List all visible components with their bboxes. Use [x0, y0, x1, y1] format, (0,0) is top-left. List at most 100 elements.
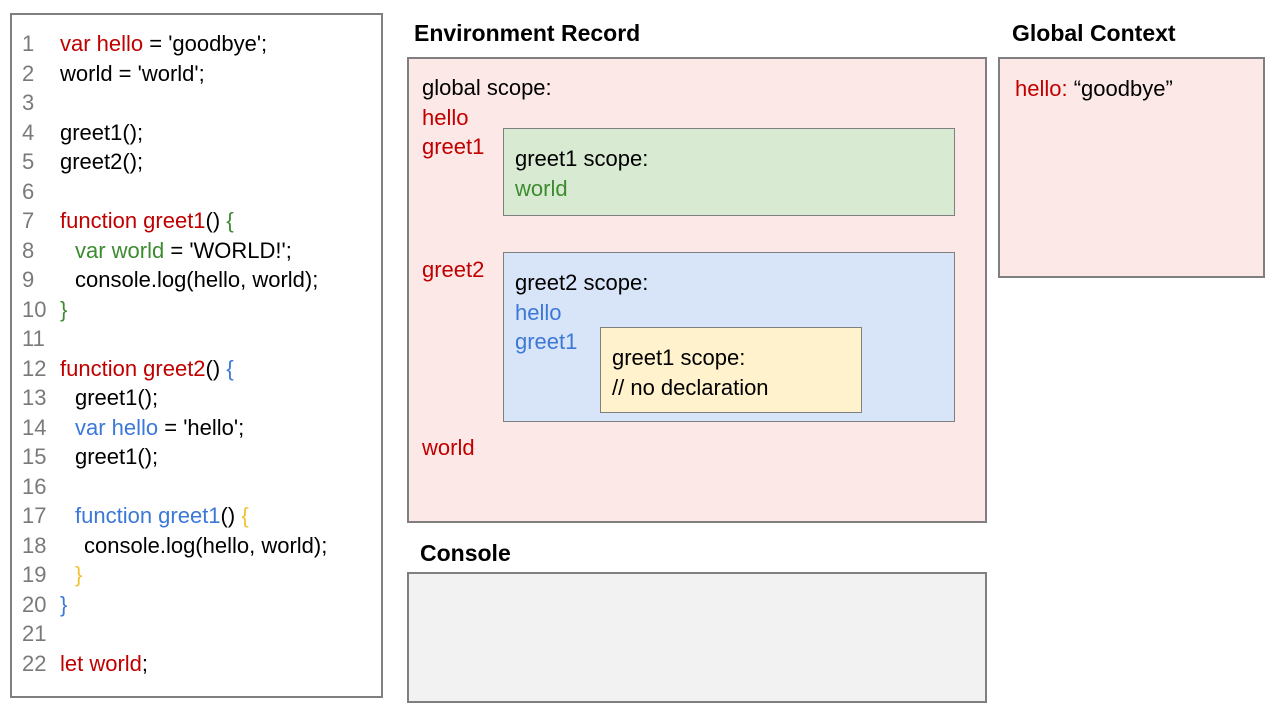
code-text: world = 'world'; — [60, 59, 381, 89]
code-token: () — [205, 208, 227, 233]
code-token: greet1(); — [75, 444, 159, 469]
line-number: 16 — [22, 473, 47, 499]
code-token: } — [75, 562, 83, 587]
greet1-scope-var-world: world — [515, 175, 568, 201]
code-line-16: 16 — [12, 472, 381, 502]
code-text: greet1(); — [60, 118, 381, 148]
global-var-world: world — [422, 435, 475, 460]
line-number: 4 — [22, 119, 35, 145]
code-line-5: 5 greet2(); — [12, 147, 381, 177]
line-number: 17 — [22, 503, 47, 528]
code-text — [60, 177, 381, 207]
code-token: var world — [75, 237, 165, 263]
code-text: console.log(hello, world); — [60, 531, 381, 561]
code-token: greet1(); — [75, 385, 159, 410]
code-line-21: 21 — [12, 619, 381, 649]
line-number: 1 — [22, 31, 35, 56]
code-text — [60, 88, 381, 118]
global-var-hello: hello — [422, 104, 469, 130]
line-number: 7 — [22, 208, 35, 233]
code-line-4: 4 greet1(); — [12, 118, 381, 148]
code-line-22: 22 let world; — [12, 649, 381, 679]
code-text — [60, 472, 381, 502]
code-token: greet1(); — [60, 119, 144, 145]
line-number: 21 — [22, 621, 47, 646]
code-token: () — [220, 503, 242, 528]
code-text: } — [60, 295, 381, 325]
code-token: { — [241, 503, 249, 528]
line-number: 3 — [22, 90, 35, 115]
code-line-17: 17 function greet1() { — [12, 501, 381, 531]
code-text: greet1(); — [60, 383, 381, 413]
line-number: 5 — [22, 149, 35, 174]
code-token: = 'hello'; — [158, 414, 245, 440]
code-text — [60, 324, 381, 354]
line-number: 9 — [22, 267, 35, 292]
code-line-19: 19} — [12, 560, 381, 590]
code-line-14: 14 var hello = 'hello'; — [12, 413, 381, 443]
greet1-inner-scope-comment: // no declaration — [612, 374, 769, 400]
greet2-scope-var-hello: hello — [515, 299, 562, 325]
code-token: () — [205, 355, 227, 381]
code-token: ; — [141, 650, 149, 676]
global-context-heading: Global Context — [1012, 20, 1176, 46]
global-context-box: hello: “goodbye” — [998, 57, 1265, 278]
code-line-7: 7 function greet1() { — [12, 206, 381, 236]
code-text: greet2(); — [60, 147, 381, 177]
code-text: var hello = 'hello'; — [60, 413, 381, 443]
code-token: world = 'world'; — [60, 60, 205, 86]
line-number: 13 — [22, 385, 47, 410]
code-token: = 'WORLD!'; — [164, 237, 292, 263]
line-number: 14 — [22, 414, 47, 440]
greet2-scope-box: greet2 scope: hello greet1 greet1 scope:… — [503, 252, 955, 422]
greet1-scope-label: greet1 scope: — [515, 146, 649, 171]
global-context-entry-value: “goodbye” — [1073, 76, 1173, 101]
code-line-10: 10} — [12, 295, 381, 325]
greet2-scope-var-greet1: greet1 — [515, 329, 578, 354]
console-output-box — [407, 572, 987, 703]
code-line-13: 13 greet1(); — [12, 383, 381, 413]
line-number: 6 — [22, 178, 35, 204]
code-text: greet1(); — [60, 442, 381, 472]
code-token: function greet2 — [60, 355, 206, 381]
environment-record-heading: Environment Record — [414, 20, 641, 46]
code-text: } — [60, 560, 381, 590]
global-context-entry-key: hello: — [1015, 76, 1068, 101]
global-scope-label: global scope: — [422, 75, 552, 100]
code-line-18: 18 console.log(hello, world); — [12, 531, 381, 561]
code-token: function greet1 — [60, 208, 206, 233]
code-line-3: 3 — [12, 88, 381, 118]
code-text: let world; — [60, 649, 381, 679]
code-text: function greet2() { — [60, 354, 381, 384]
code-token: var hello — [75, 414, 159, 440]
code-text: var world = 'WORLD!'; — [60, 236, 381, 266]
code-token: { — [226, 208, 234, 233]
line-number: 18 — [22, 532, 47, 558]
code-line-6: 6 — [12, 177, 381, 207]
greet1-inner-scope-label: greet1 scope: — [612, 345, 746, 370]
global-context-entry: hello: “goodbye” — [1015, 74, 1263, 104]
code-line-11: 11 — [12, 324, 381, 354]
line-number: 22 — [22, 650, 47, 676]
code-token: function greet1 — [75, 503, 221, 528]
code-token: console.log(hello, world); — [84, 532, 328, 558]
code-text — [60, 619, 381, 649]
code-line-20: 20} — [12, 590, 381, 620]
global-var-greet2: greet2 — [422, 257, 485, 282]
code-text: console.log(hello, world); — [60, 265, 381, 295]
greet1-scope-box: greet1 scope: world — [503, 128, 955, 216]
global-scope-box: global scope: hello greet1 greet2 world … — [407, 57, 987, 523]
global-var-greet1: greet1 — [422, 134, 485, 159]
code-token: greet2(); — [60, 149, 144, 174]
code-line-9: 9 console.log(hello, world); — [12, 265, 381, 295]
global-scope-labels: global scope: hello greet1 — [422, 73, 552, 162]
console-heading: Console — [420, 540, 511, 566]
code-text: function greet1() { — [60, 501, 381, 531]
code-token: } — [60, 591, 68, 617]
line-number: 10 — [22, 296, 47, 322]
code-text: function greet1() { — [60, 206, 381, 236]
